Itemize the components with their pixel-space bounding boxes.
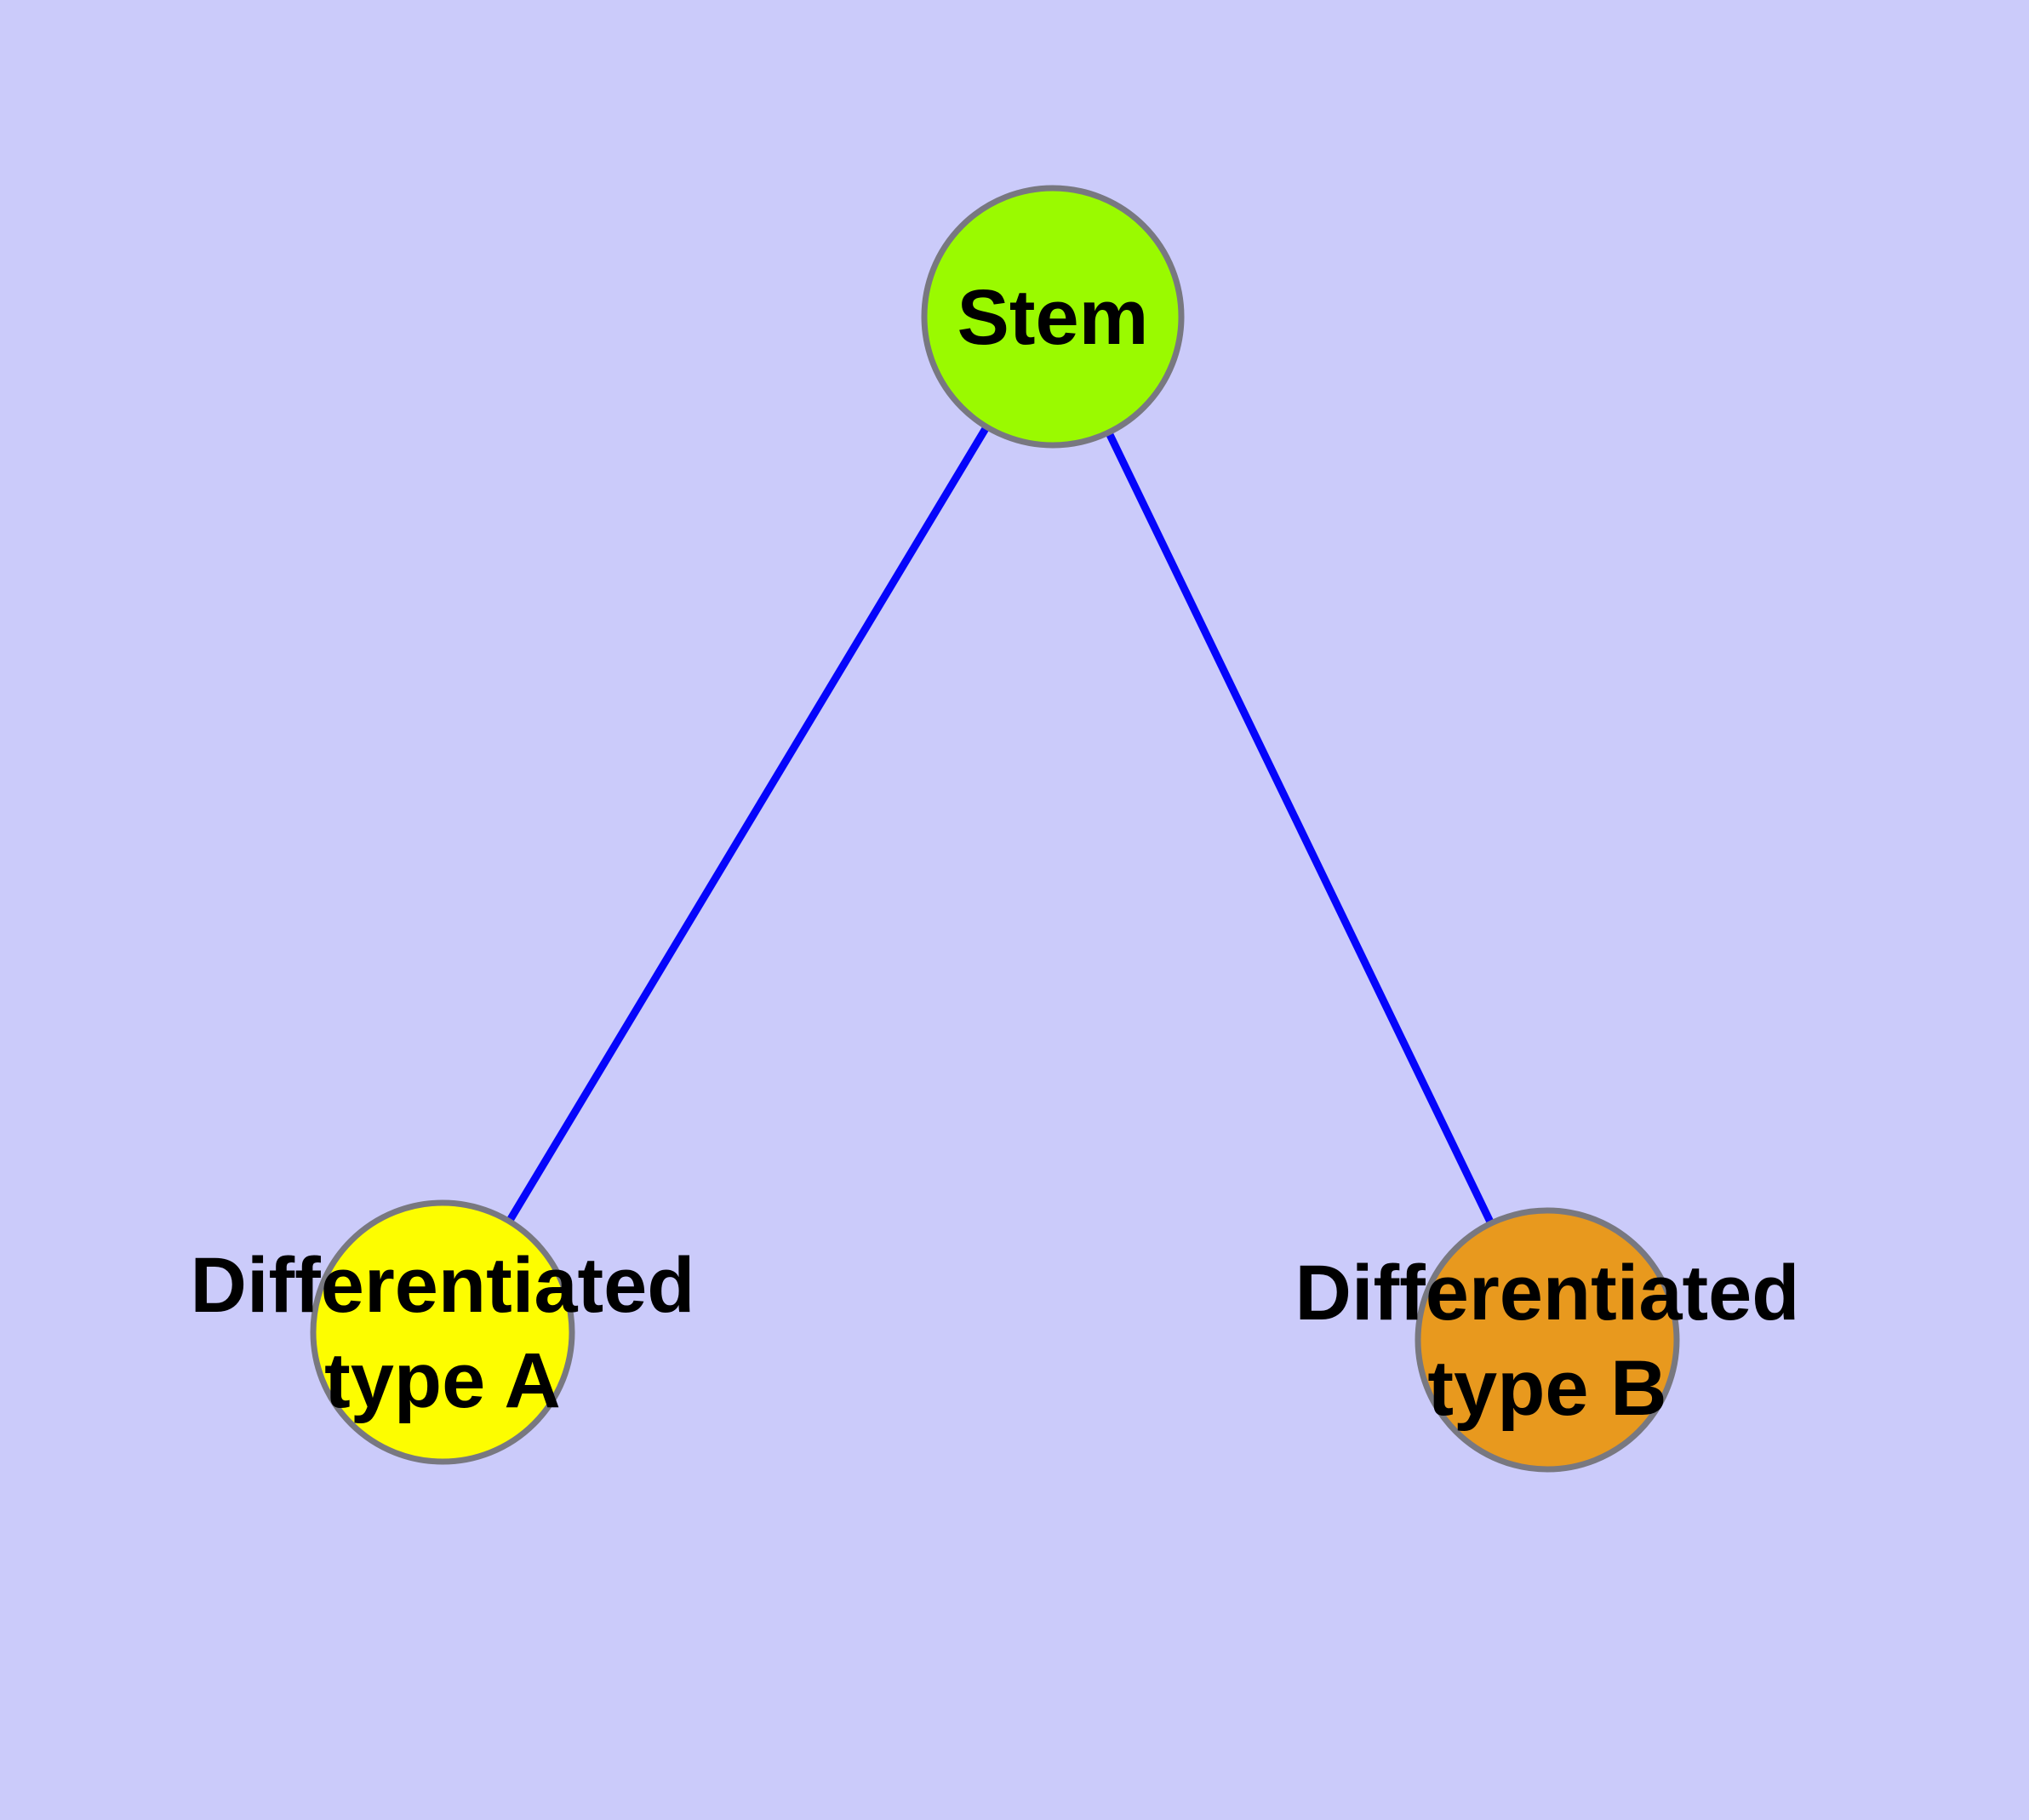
edge-stem-to-differentiated-type-a [439, 314, 1056, 1335]
node-stem-circle [921, 185, 1185, 449]
node-differentiated-type-a-circle [310, 1199, 575, 1465]
node-differentiated-type-b-circle [1415, 1207, 1680, 1473]
edge-stem-to-differentiated-type-b [1049, 315, 1552, 1342]
node-stem-label: Stem [957, 274, 1149, 361]
